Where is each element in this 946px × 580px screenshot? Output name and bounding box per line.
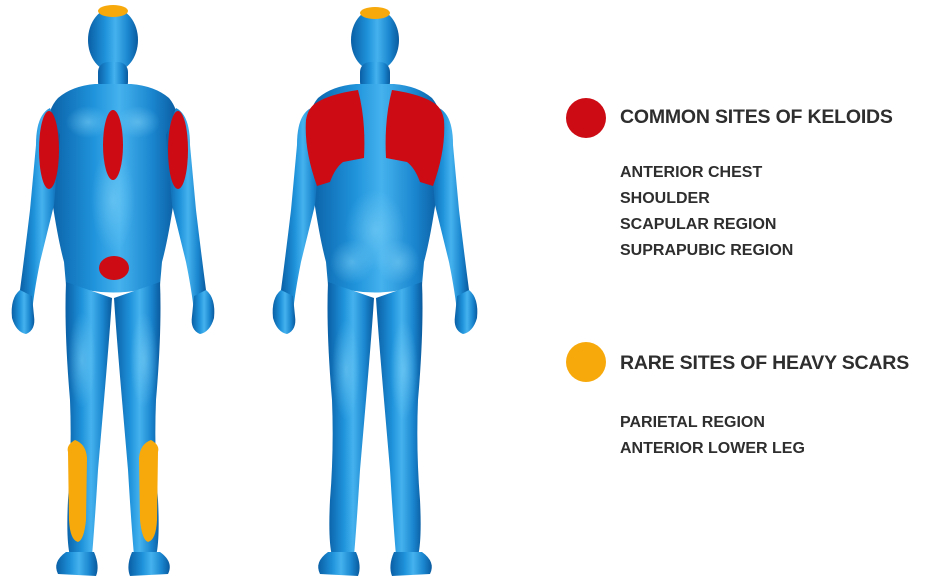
suprapubic-keloid-marker <box>99 256 129 280</box>
legend-rare-items: PARIETAL REGION ANTERIOR LOWER LEG <box>620 410 805 462</box>
parietal-region-front-marker <box>98 5 128 17</box>
back-body-figure <box>273 9 478 576</box>
left-shoulder-keloid-marker <box>39 111 59 189</box>
legend-common-item: ANTERIOR CHEST <box>620 160 793 186</box>
legend-common-item: SHOULDER <box>620 186 793 212</box>
legend-common-items: ANTERIOR CHEST SHOULDER SCAPULAR REGION … <box>620 160 793 264</box>
red-dot-icon <box>566 98 606 138</box>
anterior-chest-keloid-marker <box>103 110 123 180</box>
right-lower-leg-scar-marker <box>139 440 158 542</box>
legend-rare-item: ANTERIOR LOWER LEG <box>620 436 805 462</box>
legend-common-item: SUPRAPUBIC REGION <box>620 238 793 264</box>
legend-rare-item: PARIETAL REGION <box>620 410 805 436</box>
parietal-region-back-marker <box>360 7 390 19</box>
left-lower-leg-scar-marker <box>68 440 87 542</box>
orange-dot-icon <box>566 342 606 382</box>
legend-common-item: SCAPULAR REGION <box>620 212 793 238</box>
front-body-figure <box>12 8 215 576</box>
legend-rare-title: RARE SITES OF HEAVY SCARS <box>620 352 909 375</box>
right-shoulder-keloid-marker <box>168 111 188 189</box>
legend-common-title: COMMON SITES OF KELOIDS <box>620 106 893 129</box>
